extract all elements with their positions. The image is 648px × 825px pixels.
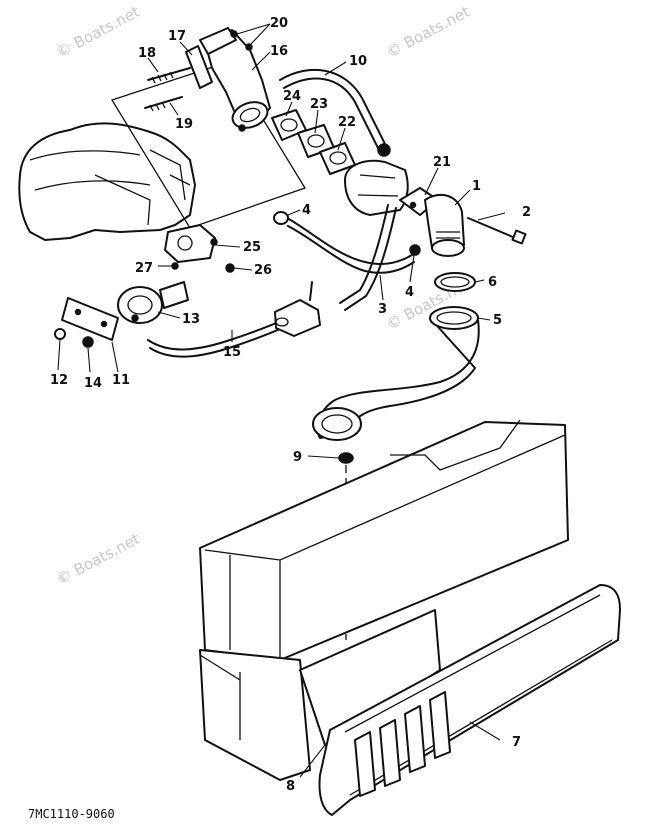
- watermark-4: © Boats.net: [53, 530, 142, 589]
- mounting-plane-outline: [111, 61, 306, 229]
- callout-15: 15: [223, 345, 241, 360]
- callout-2: 2: [522, 205, 531, 220]
- callout-10: 10: [349, 54, 367, 69]
- callout-20: 20: [270, 16, 288, 31]
- callout-25: 25: [243, 240, 261, 255]
- callout-19: 19: [175, 117, 193, 132]
- callout-23: 23: [310, 97, 328, 112]
- bolt-20b: [245, 43, 253, 51]
- leader-lines: [57, 23, 506, 778]
- callout-21: 21: [433, 155, 451, 170]
- callout-12: 12: [50, 373, 68, 388]
- hose-3-inner: [344, 207, 397, 311]
- hose-4-end: [273, 211, 289, 225]
- callout-16: 16: [270, 44, 288, 59]
- callout-labels: 1 2 3 4 4 5 6 7 8 9 10 11 12 13 14 15 16…: [50, 16, 531, 794]
- watermark-1: © Boats.net: [53, 3, 142, 62]
- callout-26: 26: [254, 263, 272, 278]
- nut-14: [82, 336, 94, 348]
- stud-18: [147, 67, 191, 84]
- callout-11: 11: [112, 373, 130, 388]
- bracket-11: [61, 297, 119, 341]
- callout-5: 5: [493, 313, 502, 328]
- water-tank: [199, 419, 569, 781]
- exhaust-elbow-16: [199, 27, 271, 132]
- hose-10-inner: [283, 77, 381, 153]
- fitting-15: [274, 281, 321, 337]
- elbow-1: [424, 193, 465, 257]
- callout-13: 13: [182, 312, 200, 327]
- hose-3: [339, 204, 389, 304]
- callout-18: 18: [138, 46, 156, 61]
- clamp-4: [409, 244, 421, 256]
- gasket-17: [185, 45, 213, 89]
- callout-1: 1: [472, 179, 481, 194]
- callout-9: 9: [293, 450, 302, 465]
- callout-17: 17: [168, 29, 186, 44]
- callout-4a: 4: [302, 203, 311, 218]
- callout-27: 27: [135, 261, 153, 276]
- hose-5: [312, 306, 480, 441]
- callout-14: 14: [84, 376, 102, 391]
- callout-4b: 4: [405, 285, 414, 300]
- callout-6: 6: [488, 275, 497, 290]
- nut-26: [225, 263, 235, 273]
- callout-7: 7: [512, 735, 521, 750]
- bolt-20a: [230, 30, 238, 38]
- bolt-2: [467, 217, 527, 245]
- check-valve-13: [117, 281, 189, 324]
- engine-outline: [18, 122, 196, 241]
- water-lock-body: [344, 143, 409, 216]
- hose-4: [281, 214, 413, 265]
- bolt-12: [54, 328, 66, 340]
- part-code: 7MC1110-9060: [28, 807, 115, 821]
- stud-19: [144, 96, 183, 112]
- callout-24: 24: [283, 89, 301, 104]
- callout-8: 8: [286, 779, 295, 794]
- fin-cover-7: [318, 584, 621, 816]
- nut-9: [338, 452, 354, 464]
- callout-3: 3: [378, 302, 387, 317]
- o-ring-6-inner: [440, 276, 470, 288]
- hose-4-inner: [287, 225, 415, 274]
- callout-22: 22: [338, 115, 356, 130]
- nut-27: [171, 262, 179, 270]
- watermark-2: © Boats.net: [383, 3, 472, 62]
- valve-25: [164, 224, 218, 263]
